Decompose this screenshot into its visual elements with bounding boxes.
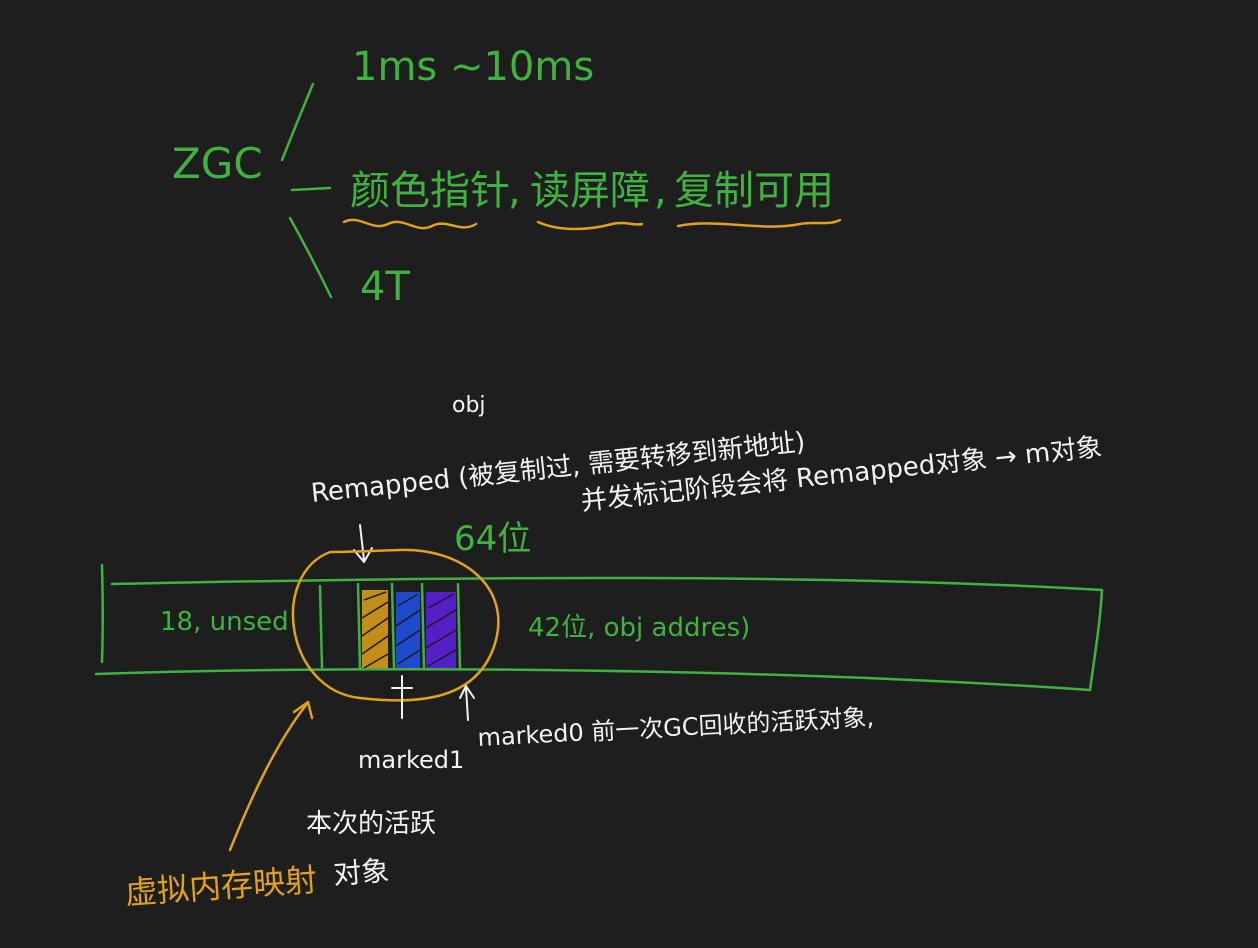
marked1-note: 本次的活跃 — [306, 809, 436, 839]
divider-address — [456, 582, 462, 670]
remapped-arrow-head — [353, 547, 373, 563]
segment-address-label: 42位, obj addres) — [528, 613, 750, 643]
underline-item2 — [536, 220, 644, 231]
bit-marked0 — [425, 592, 457, 668]
divider-remapped — [356, 582, 362, 670]
marked0-arrow-head — [459, 685, 475, 699]
bit-marked1 — [395, 592, 421, 668]
bits-label: 64位 — [454, 519, 531, 559]
marked1-label: marked1 — [358, 746, 464, 774]
branch-tech-item3: 复制可用 — [674, 168, 834, 214]
remapped-obj-word: obj — [452, 393, 486, 418]
divider-marked0 — [420, 582, 426, 670]
pointer-bar-left-edge — [100, 563, 104, 664]
branch-size-label: 4T — [360, 264, 410, 310]
branch-line-size — [288, 216, 333, 299]
zgc-mindmap: ZGC 1ms ~10ms 颜色指针 , 读屏障 , 复制可用 4T — [172, 44, 842, 310]
virtual-memory-suffix: 对象 — [332, 854, 390, 891]
zgc-root-label: ZGC — [172, 139, 263, 188]
branch-tech-sep1: , — [508, 168, 521, 214]
branch-tech-sep2: , — [654, 168, 667, 214]
bit-remapped — [361, 590, 389, 669]
pointer-bar-bottom-edge — [94, 668, 1092, 692]
branch-line-tech — [290, 186, 332, 192]
virtual-memory-arrow-head — [292, 700, 314, 720]
branch-line-pause — [280, 82, 315, 162]
segment-unused-label: 18, unsed — [160, 607, 289, 637]
virtual-memory-arrow — [228, 703, 308, 852]
underline-item1 — [342, 218, 478, 230]
divider-marked1 — [390, 582, 396, 670]
branch-tech-item2: 读屏障 — [530, 168, 650, 214]
color-bits-highlight-circle — [291, 548, 500, 702]
remapped-arrow-shaft — [359, 524, 365, 561]
divider-unused — [318, 584, 324, 670]
branch-tech-item1: 颜色指针 — [350, 168, 510, 214]
underline-item3 — [676, 218, 842, 228]
pointer-bar-top-edge — [110, 576, 1104, 592]
pointer-bar-right-edge — [1088, 588, 1104, 692]
marked0-arrow-shaft — [465, 687, 469, 721]
branch-pause-label: 1ms ~10ms — [352, 44, 594, 90]
